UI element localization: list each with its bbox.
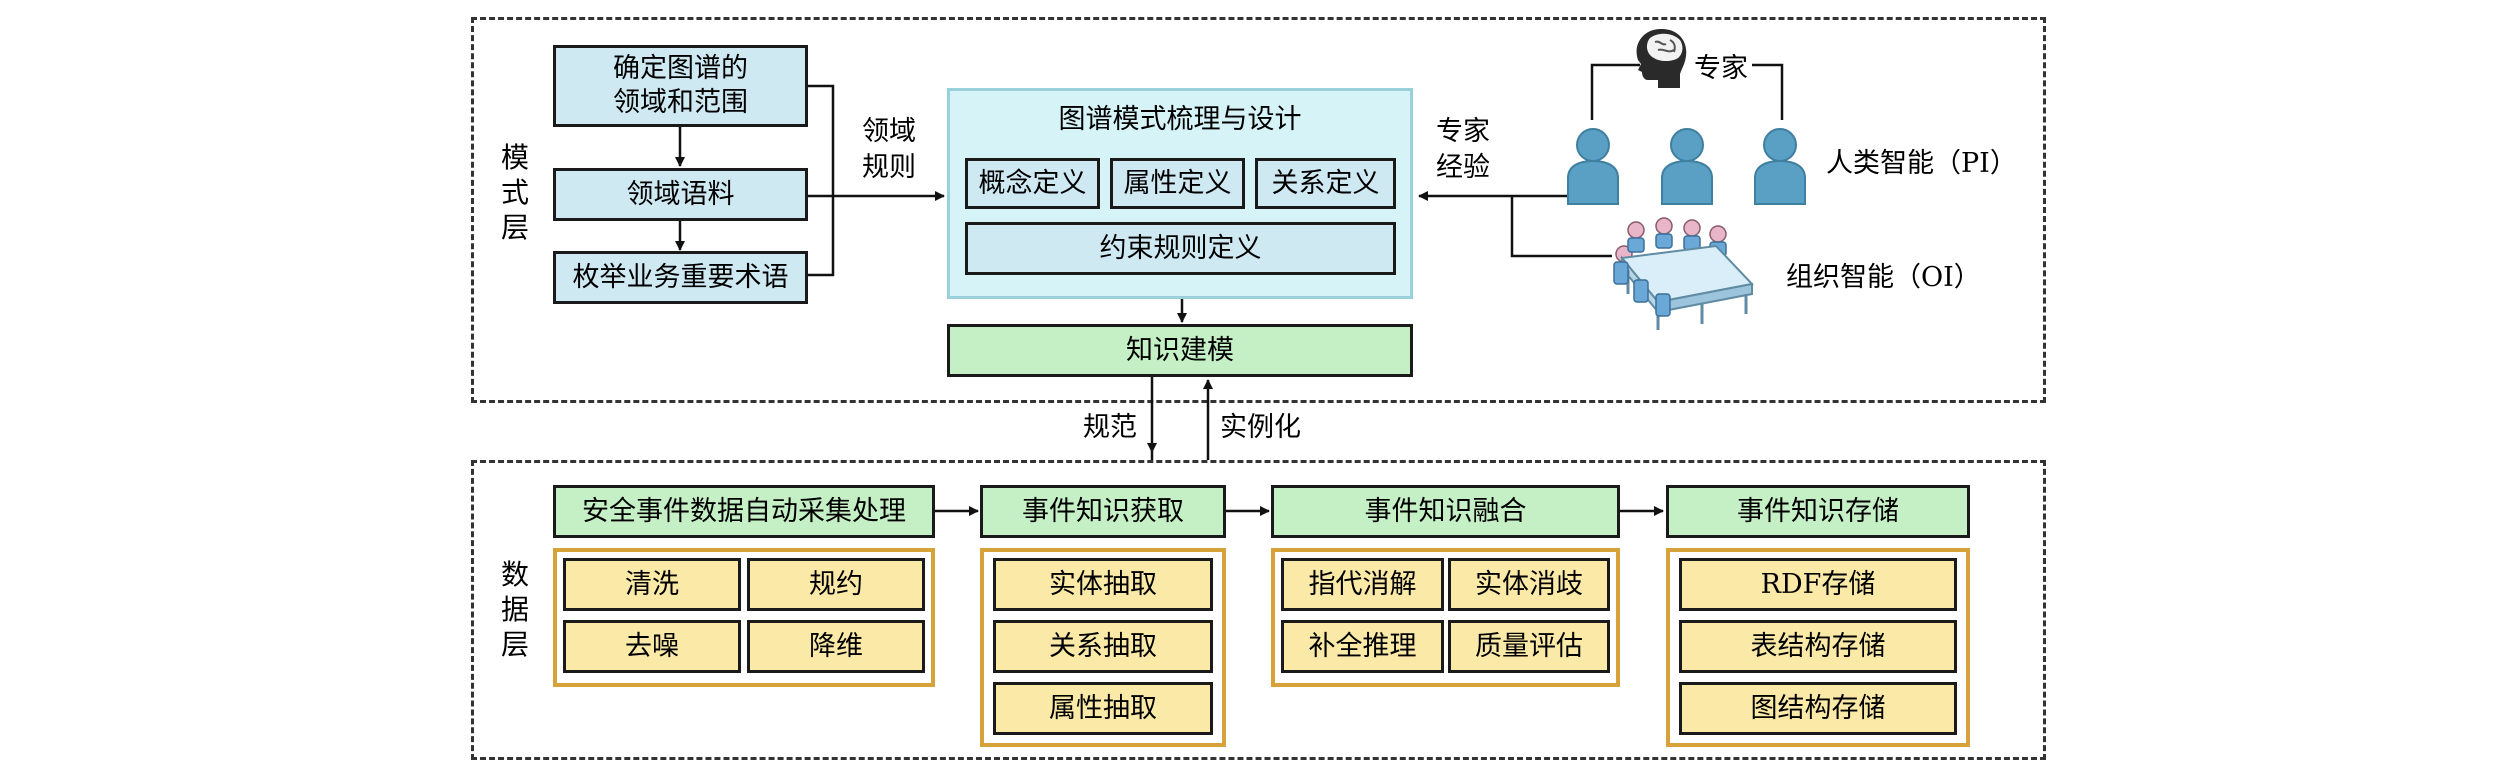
subtask-reduction: 规约: [747, 558, 925, 611]
stage-knowledge-acquisition: 事件知识获取: [980, 485, 1226, 538]
concept-definition: 概念定义: [965, 158, 1100, 209]
subtask-rdf-storage: RDF存储: [1679, 558, 1957, 611]
stage-knowledge-storage: 事件知识存储: [1666, 485, 1970, 538]
brain-head-icon: [1636, 28, 1687, 89]
expert-experience-label: 专家经验: [1436, 116, 1490, 183]
subtask-table-storage: 表结构存储: [1679, 620, 1957, 673]
schema-design-title: 图谱模式梳理与设计: [1058, 104, 1302, 135]
step-domain-corpus: 领域语料: [553, 168, 808, 221]
subtask-graph-storage: 图结构存储: [1679, 682, 1957, 735]
person-icon: [1661, 128, 1713, 205]
subtask-dimension-reduction: 降维: [747, 620, 925, 673]
schema-layer-frame: [471, 17, 2046, 403]
person-icon: [1754, 128, 1806, 205]
schema-layer-label: 模 式 层: [500, 141, 529, 244]
expert-label: 专家: [1694, 53, 1748, 84]
instantiate-label: 实例化: [1220, 412, 1301, 443]
organization-intelligence-label: 组织智能（OI）: [1786, 262, 1981, 293]
relation-definition: 关系定义: [1255, 158, 1396, 209]
constraint-rule-definition: 约束规则定义: [965, 222, 1396, 275]
subtask-cleaning: 清洗: [563, 558, 741, 611]
subtask-relation-extraction: 关系抽取: [993, 620, 1213, 673]
stage-data-collection: 安全事件数据自动采集处理: [553, 485, 935, 538]
step-define-scope: 确定图谱的领域和范围: [553, 45, 808, 127]
stage-knowledge-fusion: 事件知识融合: [1271, 485, 1620, 538]
subtask-completion-reasoning: 补全推理: [1281, 620, 1444, 673]
subtask-attribute-extraction: 属性抽取: [993, 682, 1213, 735]
human-intelligence-label: 人类智能（PI）: [1826, 148, 2017, 179]
knowledge-modeling: 知识建模: [947, 324, 1413, 377]
normalize-label: 规范: [1083, 412, 1137, 443]
data-layer-label: 数 据 层: [500, 558, 529, 661]
person-icon: [1567, 128, 1619, 205]
step-enumerate-terms: 枚举业务重要术语: [553, 251, 808, 304]
data-layer-frame: [471, 460, 2046, 760]
subtask-entity-disambiguation: 实体消歧: [1448, 558, 1610, 611]
subtask-entity-extraction: 实体抽取: [993, 558, 1213, 611]
meeting-table-icon: [1613, 217, 1754, 330]
attribute-definition: 属性定义: [1110, 158, 1245, 209]
subtask-coreference-resolution: 指代消解: [1281, 558, 1444, 611]
domain-rules-label: 领域规则: [862, 116, 916, 183]
subtask-quality-assessment: 质量评估: [1448, 620, 1610, 673]
subtask-denoising: 去噪: [563, 620, 741, 673]
